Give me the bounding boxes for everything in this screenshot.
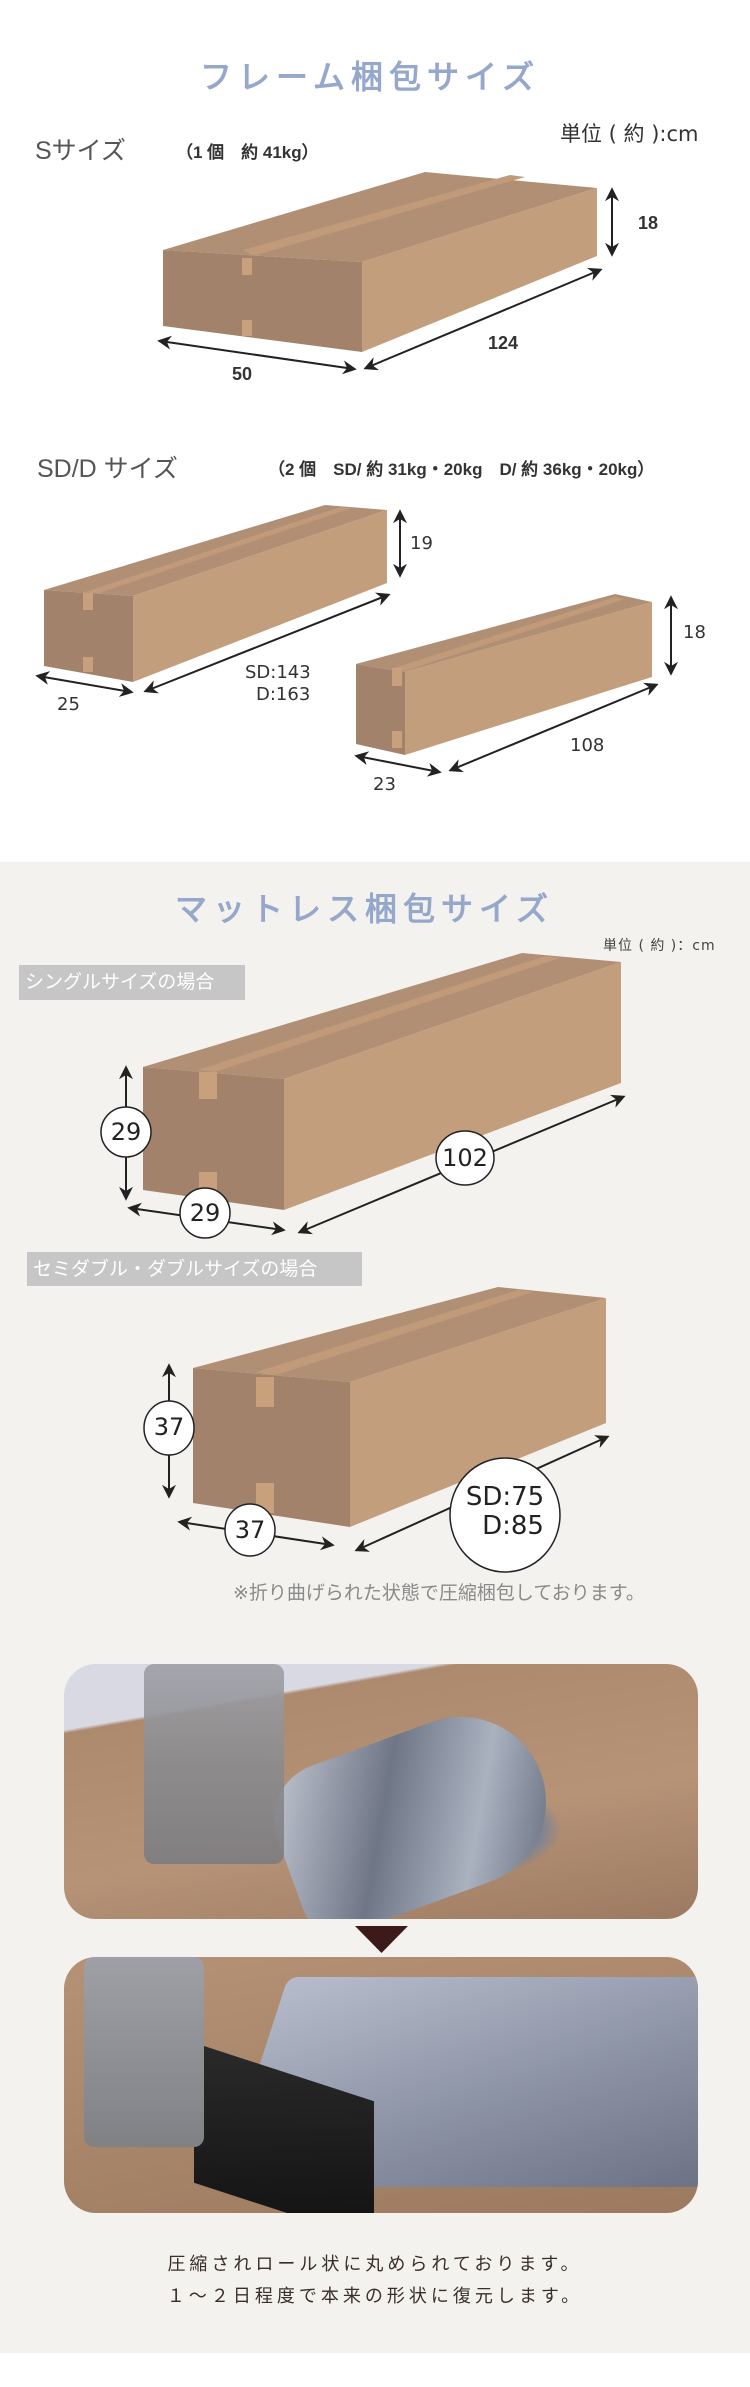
s-height-dim: 18 [638, 213, 659, 233]
single-size-label: シングルサイズの場合 [19, 965, 245, 1000]
sd-d-mattress-box-illustration [143, 1287, 610, 1573]
sd-d-box-illustration [35, 505, 678, 777]
caption-line-1: 圧縮されロール状に丸められております。 [167, 2254, 583, 2275]
s-size-weight: （1 個 約 41kg） [176, 143, 319, 162]
mattress-section-title: マットレス梱包サイズ [175, 890, 555, 928]
sd-d-mattress-label: セミダブル・ダブルサイズの場合 [27, 1252, 362, 1286]
single-height-dim: 29 [110, 1118, 142, 1146]
mattress-unit-label: 単位 ( 約 )：cm [603, 938, 716, 954]
frame-section-title: フレーム梱包サイズ [200, 58, 541, 96]
sd-d-box2-length-dim: 108 [570, 735, 605, 756]
frame-unit-label: 単位 ( 約 ):cm [560, 122, 699, 146]
sd-d-box2-height-dim: 18 [683, 622, 706, 643]
sd-d-mattress-length-d-dim: D:85 [482, 1511, 544, 1541]
s-size-label: Sサイズ [35, 137, 126, 165]
rolled-mattress-shape [258, 1692, 570, 1919]
sd-d-size-label: SD/D サイズ [37, 455, 178, 483]
person-kneeling [144, 1664, 284, 1864]
sd-d-mattress-height-dim: 37 [153, 1413, 185, 1441]
sd-d-box1-height-dim: 19 [410, 533, 433, 554]
compression-note: ※折り曲げられた状態で圧縮梱包しております。 [233, 1582, 645, 1604]
rolled-mattress-photo [64, 1664, 698, 1919]
sd-d-mattress-width-dim: 37 [234, 1516, 266, 1544]
caption-line-2: １～２日程度で本来の形状に復元します。 [166, 2286, 584, 2307]
sd-d-box1-length-d-dim: D:163 [256, 684, 311, 705]
sd-d-box2-width-dim: 23 [373, 774, 396, 795]
sd-d-mattress-length-sd-dim: SD:75 [465, 1482, 545, 1512]
single-length-dim: 102 [442, 1144, 488, 1172]
down-arrow-icon [355, 1926, 408, 1953]
s-length-dim: 124 [488, 333, 519, 353]
person-kneeling [84, 1957, 204, 2147]
unrolled-mattress-photo [64, 1957, 698, 2213]
s-width-dim: 50 [232, 364, 253, 384]
single-mattress-box-illustration [100, 953, 626, 1239]
sd-d-size-weight: （2 個 SD/ 約 31kg・20kg D/ 約 36kg・20kg） [268, 460, 655, 479]
single-width-dim: 29 [189, 1199, 221, 1227]
s-size-box-illustration [157, 172, 619, 375]
sd-d-box1-length-sd-dim: SD:143 [245, 662, 311, 683]
sd-d-box1-width-dim: 25 [57, 694, 80, 715]
